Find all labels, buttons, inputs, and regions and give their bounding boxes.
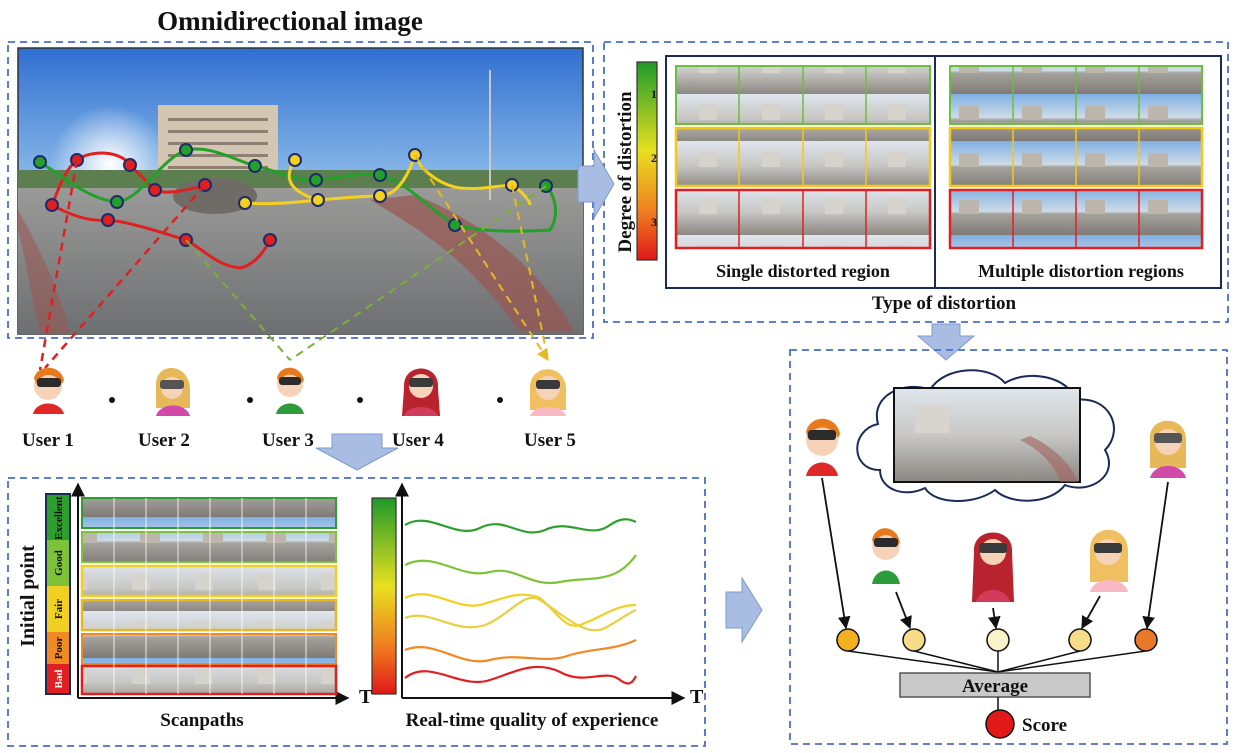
- connector-user5a: [414, 154, 549, 362]
- qoe-curves: [404, 518, 637, 685]
- average-box: [899, 672, 1091, 698]
- connector-user1b: [44, 184, 206, 369]
- score-user-1-figure: [806, 418, 840, 476]
- quality-excellent: Excellent: [53, 496, 65, 540]
- scanpath-green: [33, 143, 557, 233]
- user-2-figure: [156, 367, 190, 416]
- main-title: Omnidirectional image: [157, 6, 423, 36]
- scanpath-panel-border: [7, 477, 706, 747]
- multiple-region-grid: [948, 65, 1204, 250]
- user-3-figure: [276, 367, 304, 414]
- connector-user3b: [289, 185, 547, 361]
- user-label-3: User 3: [262, 430, 314, 451]
- user-5-figure: [529, 369, 567, 416]
- degree-axis-label: Degree of distortion: [615, 91, 636, 253]
- down-arrow-icon-2: [916, 323, 976, 361]
- scanpath-t-label: T: [359, 686, 373, 708]
- scanpaths-label: Scanpaths: [160, 710, 243, 731]
- connector-user5b: [511, 184, 549, 361]
- quality-bad: Bad: [53, 670, 65, 689]
- degree-level-1: 1: [651, 87, 657, 101]
- score-label: Score: [1022, 715, 1067, 736]
- separator-dot: [109, 397, 115, 403]
- average-lines: [847, 650, 1147, 673]
- score-arrows: [821, 477, 1169, 630]
- separator-dot: [497, 397, 503, 403]
- single-region-label: Single distorted region: [716, 261, 890, 281]
- right-arrow-icon: [577, 148, 615, 220]
- qoe-t-label: T: [690, 686, 704, 708]
- right-arrow-icon-2: [725, 576, 763, 644]
- down-arrow-icon: [315, 433, 399, 471]
- degree-color-bar: [636, 61, 658, 261]
- initial-point-axis-label: Initial point: [17, 545, 39, 647]
- connector-user1: [38, 159, 79, 371]
- final-score-circle: [985, 709, 1015, 739]
- single-region-grid: [674, 65, 932, 250]
- score-panel-border: [789, 349, 1228, 745]
- score-user-3-figure: [872, 528, 900, 584]
- quality-poor: Poor: [53, 637, 65, 660]
- score-user-4-figure: [972, 532, 1014, 602]
- average-label: Average: [962, 676, 1028, 697]
- distortion-grid-frame: [665, 55, 1222, 289]
- quality-level-bar: [45, 493, 71, 695]
- user-4-figure: [402, 368, 440, 416]
- separator-dot: [357, 397, 363, 403]
- degree-level-3: 3: [651, 215, 657, 229]
- qoe-color-bar: [371, 497, 397, 695]
- user-label-1: User 1: [22, 430, 74, 451]
- quality-good: Good: [53, 550, 65, 576]
- user-label-5: User 5: [524, 430, 576, 451]
- quality-fair: Fair: [53, 599, 65, 619]
- realtime-qoe-label: Real-time quality of experience: [406, 710, 659, 731]
- distortion-type-label: Type of distortion: [872, 293, 1017, 314]
- cloud-omni-image: [893, 387, 1081, 483]
- user-score-circles: [836, 628, 1158, 652]
- score-user-2-figure: [1149, 420, 1187, 478]
- separator-dot: [247, 397, 253, 403]
- user-label-4: User 4: [392, 430, 444, 451]
- user-label-2: User 2: [138, 430, 190, 451]
- degree-level-2: 2: [651, 151, 657, 165]
- multiple-region-label: Multiple distortion regions: [978, 261, 1184, 281]
- user-1-figure: [33, 367, 64, 414]
- score-user-5-figure: [1089, 529, 1129, 592]
- scanpath-thumbnail-grid: [80, 497, 338, 696]
- connector-user3a: [185, 239, 291, 361]
